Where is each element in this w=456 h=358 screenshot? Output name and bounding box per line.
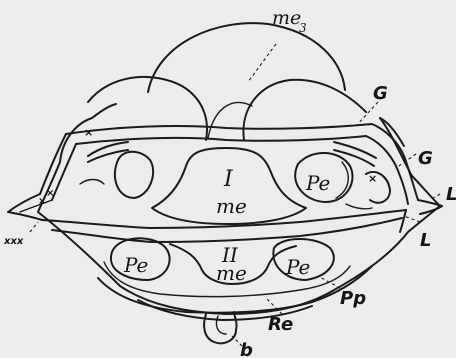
label-pp: Pp (340, 288, 366, 309)
label-i: I (223, 167, 234, 192)
label-pe-left: Pe (123, 253, 148, 277)
bottom-process (204, 312, 236, 343)
cheek-curl-right (346, 204, 372, 209)
label-re: Re (268, 314, 293, 335)
cheek-curl-left (80, 180, 104, 185)
x-mark-3: × (46, 188, 54, 199)
pod-left-upper (115, 152, 153, 198)
label-me3-sub: 3 (299, 21, 307, 35)
x-mark-2: × (368, 172, 377, 185)
label-xxx: xxx (3, 236, 24, 247)
x-mark-4: × (38, 196, 46, 207)
l-band-right-drop (400, 210, 406, 232)
brow-curl-right (334, 142, 376, 166)
label-pe-right: Pe (305, 171, 330, 195)
label-b: b (240, 340, 253, 358)
label-me-upper: me (216, 194, 247, 218)
label-pe-lower-right: Pe (285, 255, 310, 279)
l-band-lower (52, 218, 402, 242)
leader-me3 (248, 44, 276, 82)
brow-curl-left (88, 142, 128, 162)
label-g-upper: G (373, 83, 388, 104)
leader-l-lower (404, 216, 420, 222)
label-l-lower: L (420, 230, 431, 251)
leader-xxx (30, 222, 38, 232)
label-g-lower: G (418, 148, 433, 169)
left-tip (8, 194, 42, 220)
upper-lobe-right (243, 80, 366, 140)
bottom-process-inner (216, 316, 226, 334)
right-tip (418, 200, 442, 214)
label-me3: me (272, 7, 301, 29)
x-mark-1: × (84, 126, 93, 139)
label-l-upper: L (446, 184, 456, 205)
label-me-lower: me (216, 261, 247, 285)
